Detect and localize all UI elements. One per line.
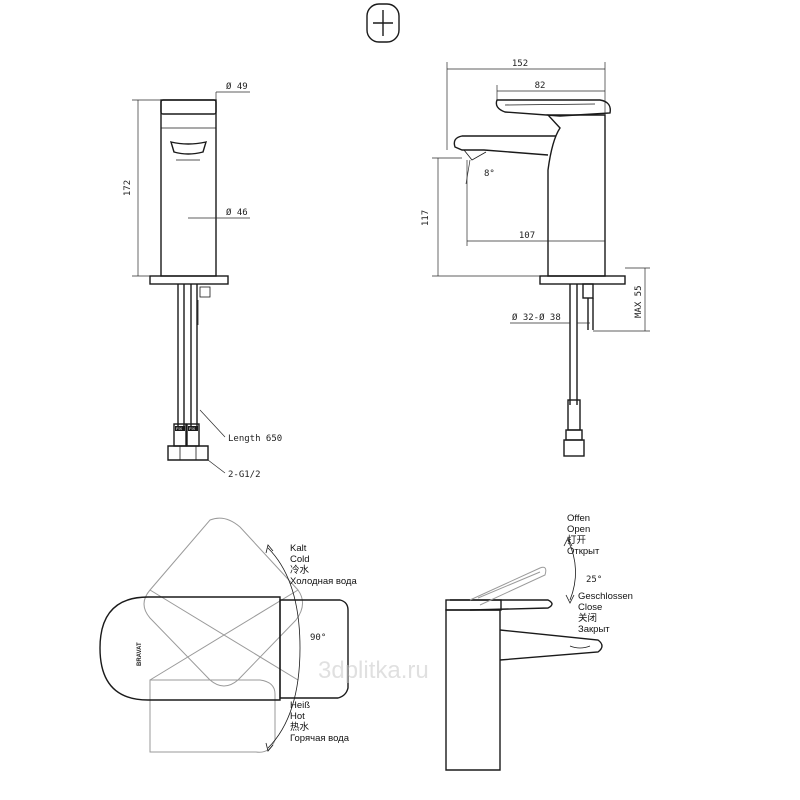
dim-spout-angle: 8° bbox=[484, 169, 495, 179]
dim-lever-length: 82 bbox=[535, 81, 546, 91]
dim-total-depth: 152 bbox=[512, 59, 528, 69]
dim-dia-top: Ø 49 bbox=[226, 81, 248, 92]
operation-view bbox=[445, 537, 603, 771]
cold-label-en: Cold bbox=[290, 554, 310, 565]
open-label-en: Open bbox=[567, 524, 590, 535]
cold-label-ru: Холодная вода bbox=[290, 576, 357, 587]
open-label-de: Offen bbox=[567, 513, 590, 524]
open-label-ru: Открыт bbox=[567, 546, 600, 557]
dim-spout-height: 117 bbox=[421, 210, 431, 226]
projection-symbol-icon bbox=[366, 3, 400, 43]
dim-connection: 2-G1/2 bbox=[228, 470, 261, 480]
fix-label-right: FIX bbox=[189, 426, 196, 431]
dim-dia-body: Ø 46 bbox=[226, 207, 248, 218]
close-label-en: Close bbox=[578, 602, 602, 613]
fix-label-left: FIX bbox=[176, 426, 183, 431]
dim-rotation-angle: 90° bbox=[310, 633, 326, 643]
dim-hole-dia: Ø 32-Ø 38 bbox=[512, 312, 561, 323]
cold-label-zh: 冷水 bbox=[290, 564, 310, 576]
front-view: FIX FIX bbox=[132, 91, 250, 474]
hot-label-de: Heiß bbox=[290, 700, 310, 711]
dim-spout-reach: 107 bbox=[519, 231, 535, 241]
open-label-zh: 打开 bbox=[567, 534, 587, 546]
hot-label-ru: Горячая вода bbox=[290, 733, 350, 744]
close-label-zh: 关闭 bbox=[578, 612, 597, 624]
side-view bbox=[432, 62, 650, 457]
dim-height-front: 172 bbox=[123, 180, 133, 196]
hot-label-en: Hot bbox=[290, 711, 305, 722]
top-view: BRAVAT bbox=[99, 517, 349, 753]
watermark: 3dplitka.ru bbox=[318, 657, 429, 684]
dim-lever-angle: 25° bbox=[586, 575, 602, 585]
hot-label-zh: 热水 bbox=[290, 721, 310, 733]
dim-max-deck: MAX 55 bbox=[634, 285, 644, 318]
close-label-ru: Закрыт bbox=[578, 624, 610, 635]
dim-hose-length: Length 650 bbox=[228, 434, 282, 444]
cold-label-de: Kalt bbox=[290, 543, 307, 554]
brand-logo: BRAVAT bbox=[137, 642, 143, 666]
close-label-de: Geschlossen bbox=[578, 591, 633, 602]
